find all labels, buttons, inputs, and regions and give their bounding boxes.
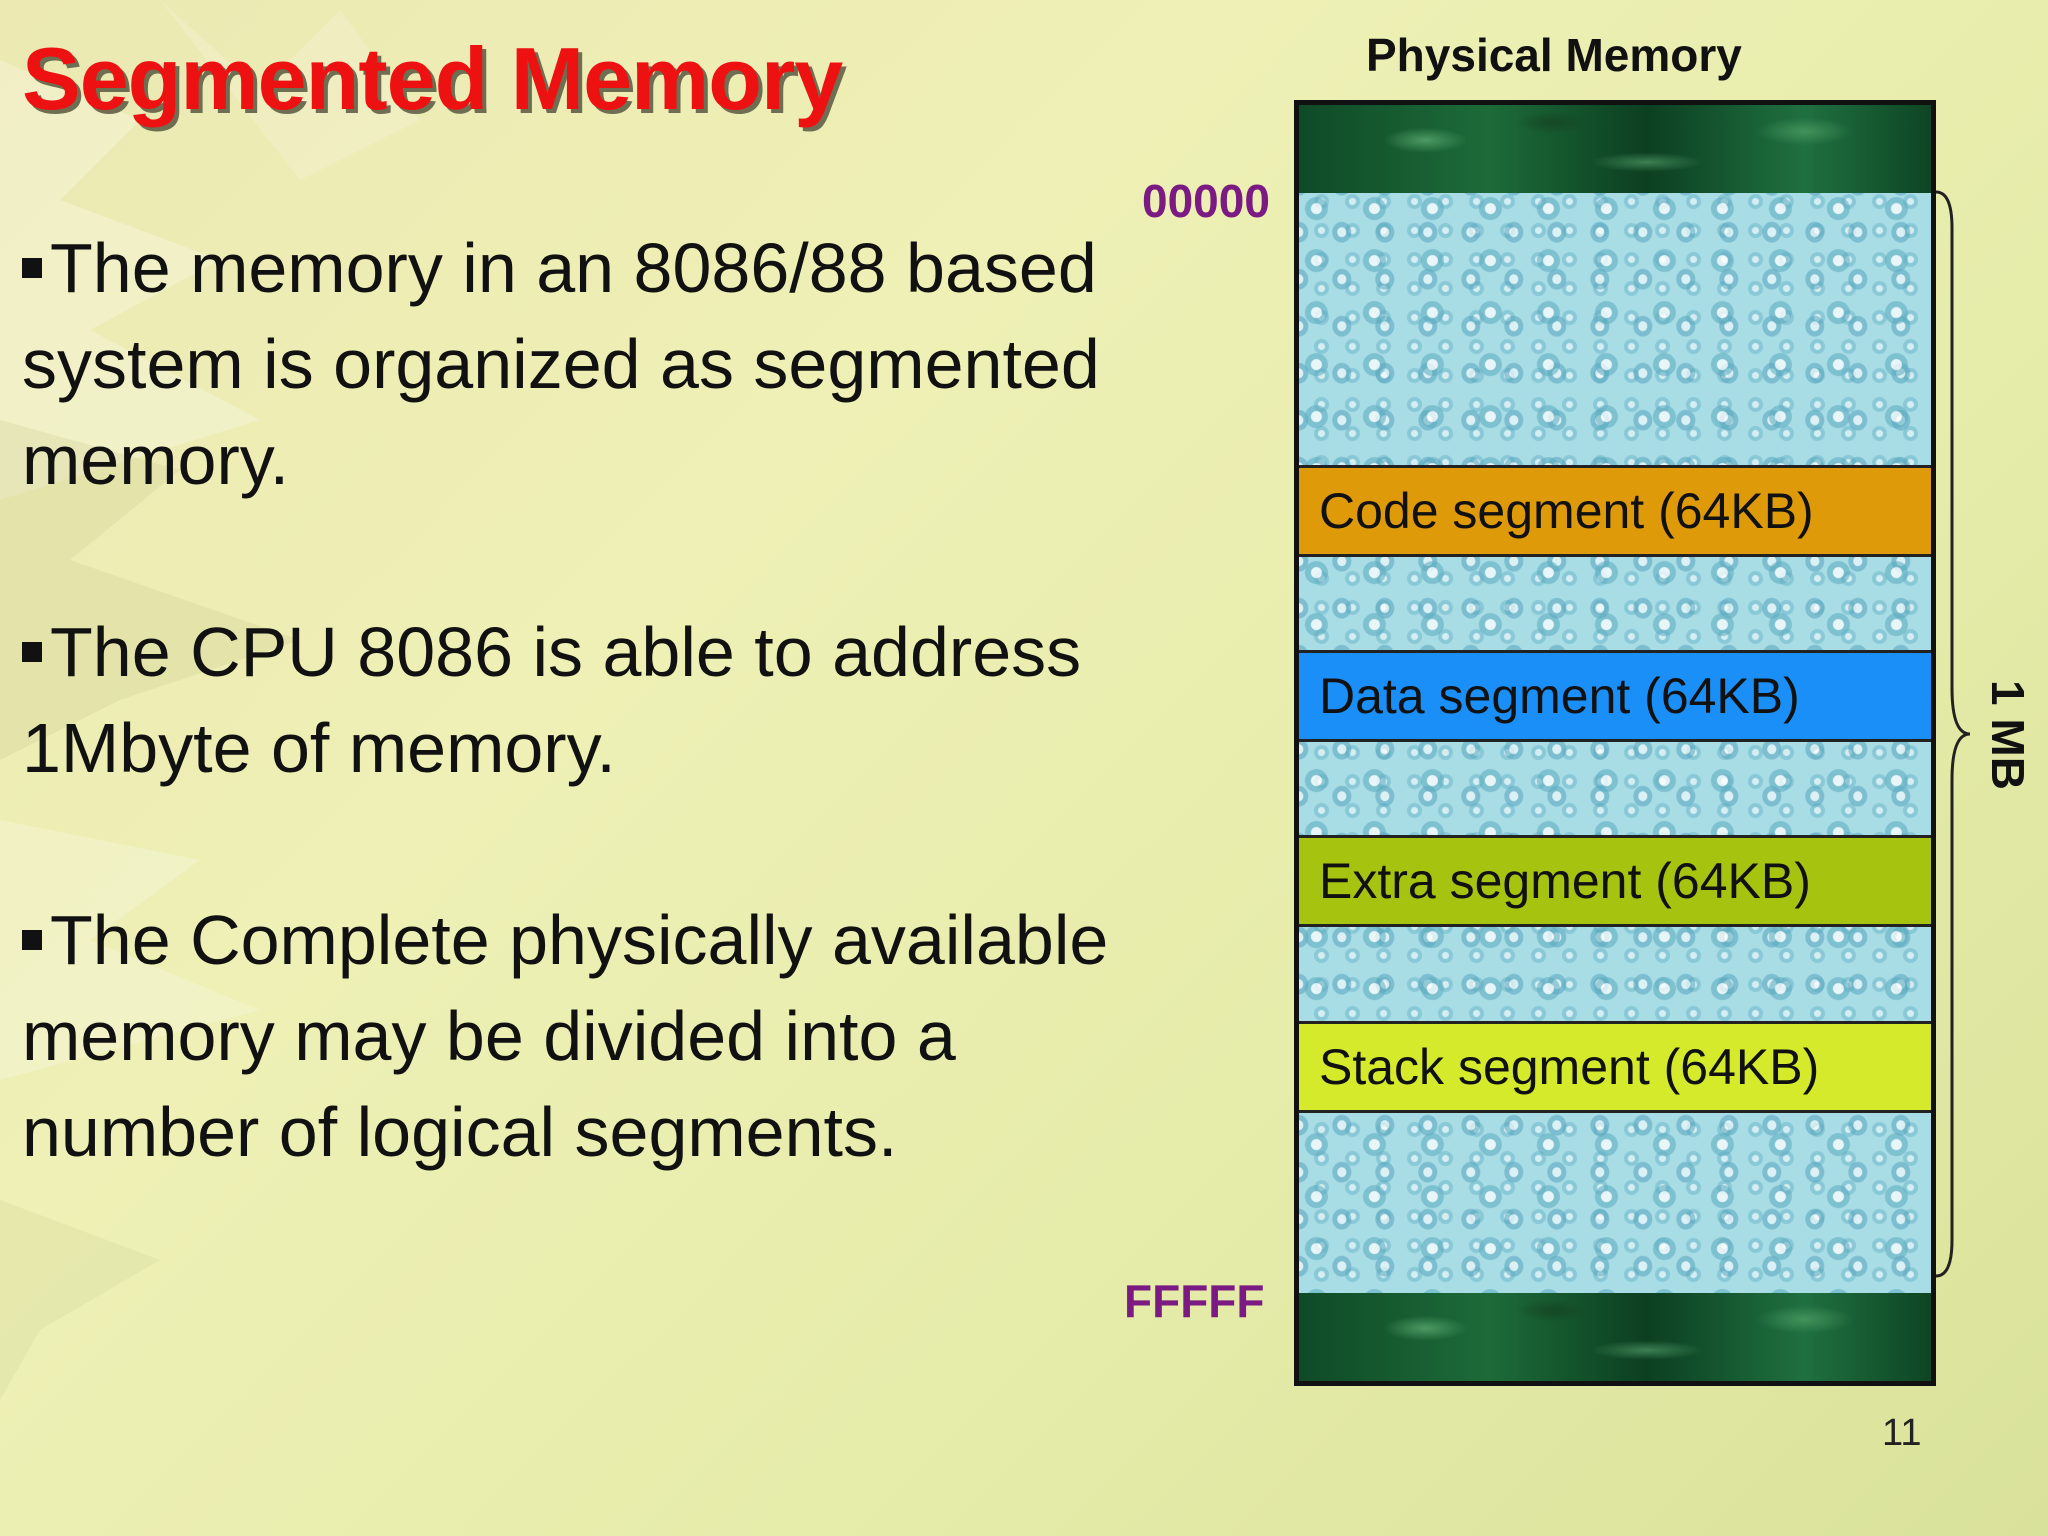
end-address-label: FFFFF [1124, 1275, 1265, 1327]
memory-address-space [1299, 193, 1931, 1293]
start-address-label: 00000 [1142, 175, 1270, 227]
square-bullet-icon [22, 930, 42, 950]
bullet-list: The memory in an 8086/88 based system is… [22, 220, 1142, 1180]
extra-segment-label: Extra segment (64KB) [1319, 853, 1811, 909]
physical-memory-block: Code segment (64KB) Data segment (64KB) … [1294, 100, 1936, 1386]
size-brace-icon [1935, 190, 1971, 1278]
size-label-text: 1 MB [1982, 680, 2034, 790]
bullet-item: The Complete physically available memory… [22, 892, 1142, 1180]
stack-segment-label: Stack segment (64KB) [1319, 1039, 1820, 1095]
diagram-title: Physical Memory [1366, 29, 1742, 81]
square-bullet-icon [22, 642, 42, 662]
bullet-text: The memory in an 8086/88 based system is… [22, 229, 1100, 499]
data-segment: Data segment (64KB) [1299, 650, 1931, 742]
slide-title: Segmented Memory [22, 29, 843, 128]
bullet-item: The CPU 8086 is able to address 1Mbyte o… [22, 604, 1142, 796]
page-number: 11 [1882, 1412, 1922, 1454]
extra-segment: Extra segment (64KB) [1299, 835, 1931, 927]
bullet-text: The CPU 8086 is able to address 1Mbyte o… [22, 613, 1082, 787]
square-bullet-icon [22, 258, 42, 278]
memory-top-cap [1299, 105, 1931, 193]
bullet-text: The Complete physically available memory… [22, 901, 1109, 1171]
data-segment-label: Data segment (64KB) [1319, 668, 1800, 724]
bullet-item: The memory in an 8086/88 based system is… [22, 220, 1142, 508]
memory-bottom-cap [1299, 1293, 1931, 1381]
code-segment-label: Code segment (64KB) [1319, 483, 1814, 539]
code-segment: Code segment (64KB) [1299, 465, 1931, 557]
stack-segment: Stack segment (64KB) [1299, 1021, 1931, 1113]
